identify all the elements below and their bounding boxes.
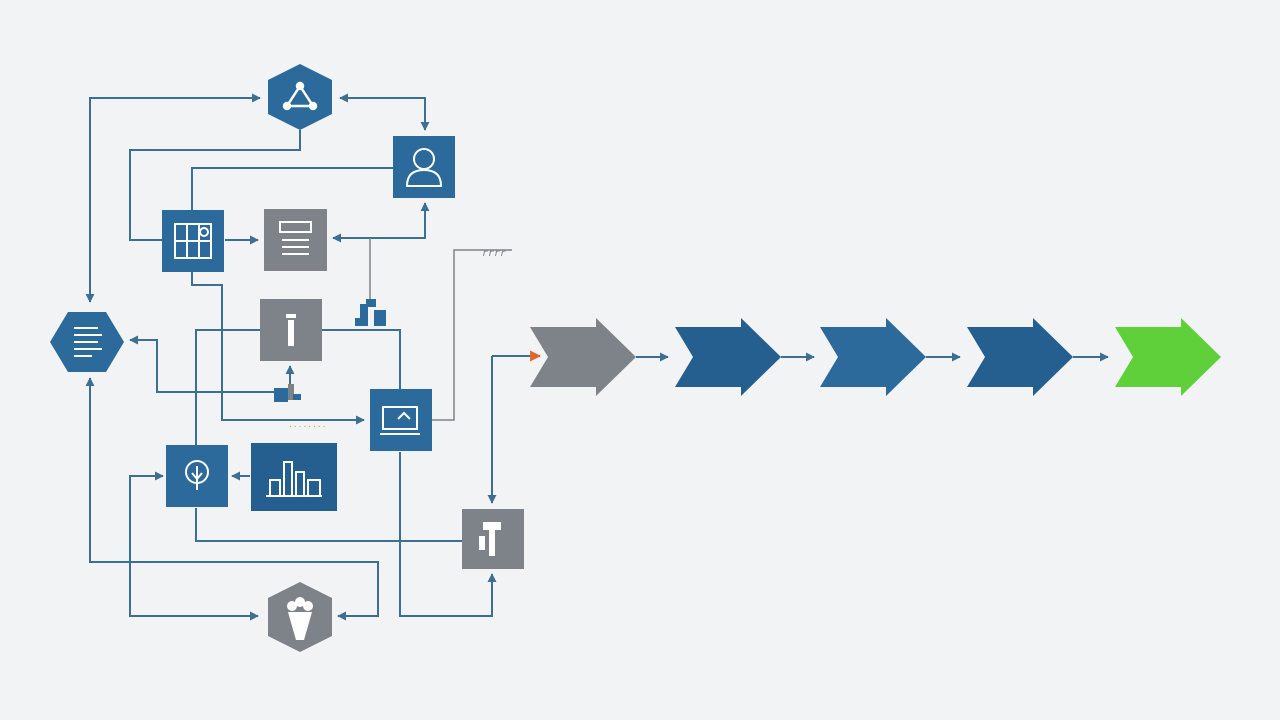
- grid-panel-icon: [174, 223, 212, 259]
- top-hexagon-node: [268, 64, 332, 130]
- pipeline: [530, 318, 1221, 396]
- chevron-5: [1115, 318, 1221, 396]
- connector-top-hex-grid: [129, 130, 301, 241]
- connector-monitor-callout: [432, 249, 512, 421]
- connector-stack-user: [332, 202, 430, 243]
- user-box-node: [393, 136, 455, 198]
- document-list-icon: [74, 327, 102, 357]
- recycle-triangle-icon: [282, 81, 318, 111]
- user-icon: [405, 148, 443, 187]
- stack-box-node: [264, 209, 327, 271]
- connector-left-hex-bottom-hex: [85, 377, 379, 621]
- connectors: [85, 93, 512, 621]
- factory-icon: [266, 461, 322, 497]
- location-pin-icon: [185, 460, 209, 490]
- grid-panel-node: [162, 210, 224, 272]
- small-sensor-icon: [274, 384, 301, 402]
- tool-icon: [479, 522, 501, 556]
- chevron-3: [820, 318, 926, 396]
- bottom-hexagon-node: [268, 582, 332, 652]
- chevron-1: [530, 318, 636, 396]
- connector-user-grid: [191, 167, 393, 210]
- chevron-4: [967, 318, 1073, 396]
- location-box-node: [166, 445, 228, 507]
- left-hexagon-node: [50, 312, 124, 372]
- server-stack-icon: [279, 221, 312, 255]
- underline-marks: ........: [288, 420, 327, 429]
- monitor-icon: [380, 406, 420, 435]
- chevron-2: [675, 318, 781, 396]
- connector-top-hex-user: [339, 93, 430, 131]
- sensor-glyph: [355, 299, 386, 326]
- plant-cup-icon: [287, 597, 313, 640]
- connector-monitor-tool: [399, 452, 497, 617]
- connector-top-hex-left-hex: [85, 93, 261, 303]
- monitor-box-node: [370, 389, 432, 451]
- tool-box-node: [462, 509, 524, 569]
- callout-marks: rrrr: [482, 248, 507, 259]
- info-icon: [286, 314, 296, 346]
- connector-sensor-left-hex: [129, 335, 280, 393]
- info-box-node: [260, 299, 322, 361]
- connector-info-location: [195, 329, 260, 445]
- factory-box-node: [251, 443, 337, 511]
- connector-location-tool: [195, 508, 462, 542]
